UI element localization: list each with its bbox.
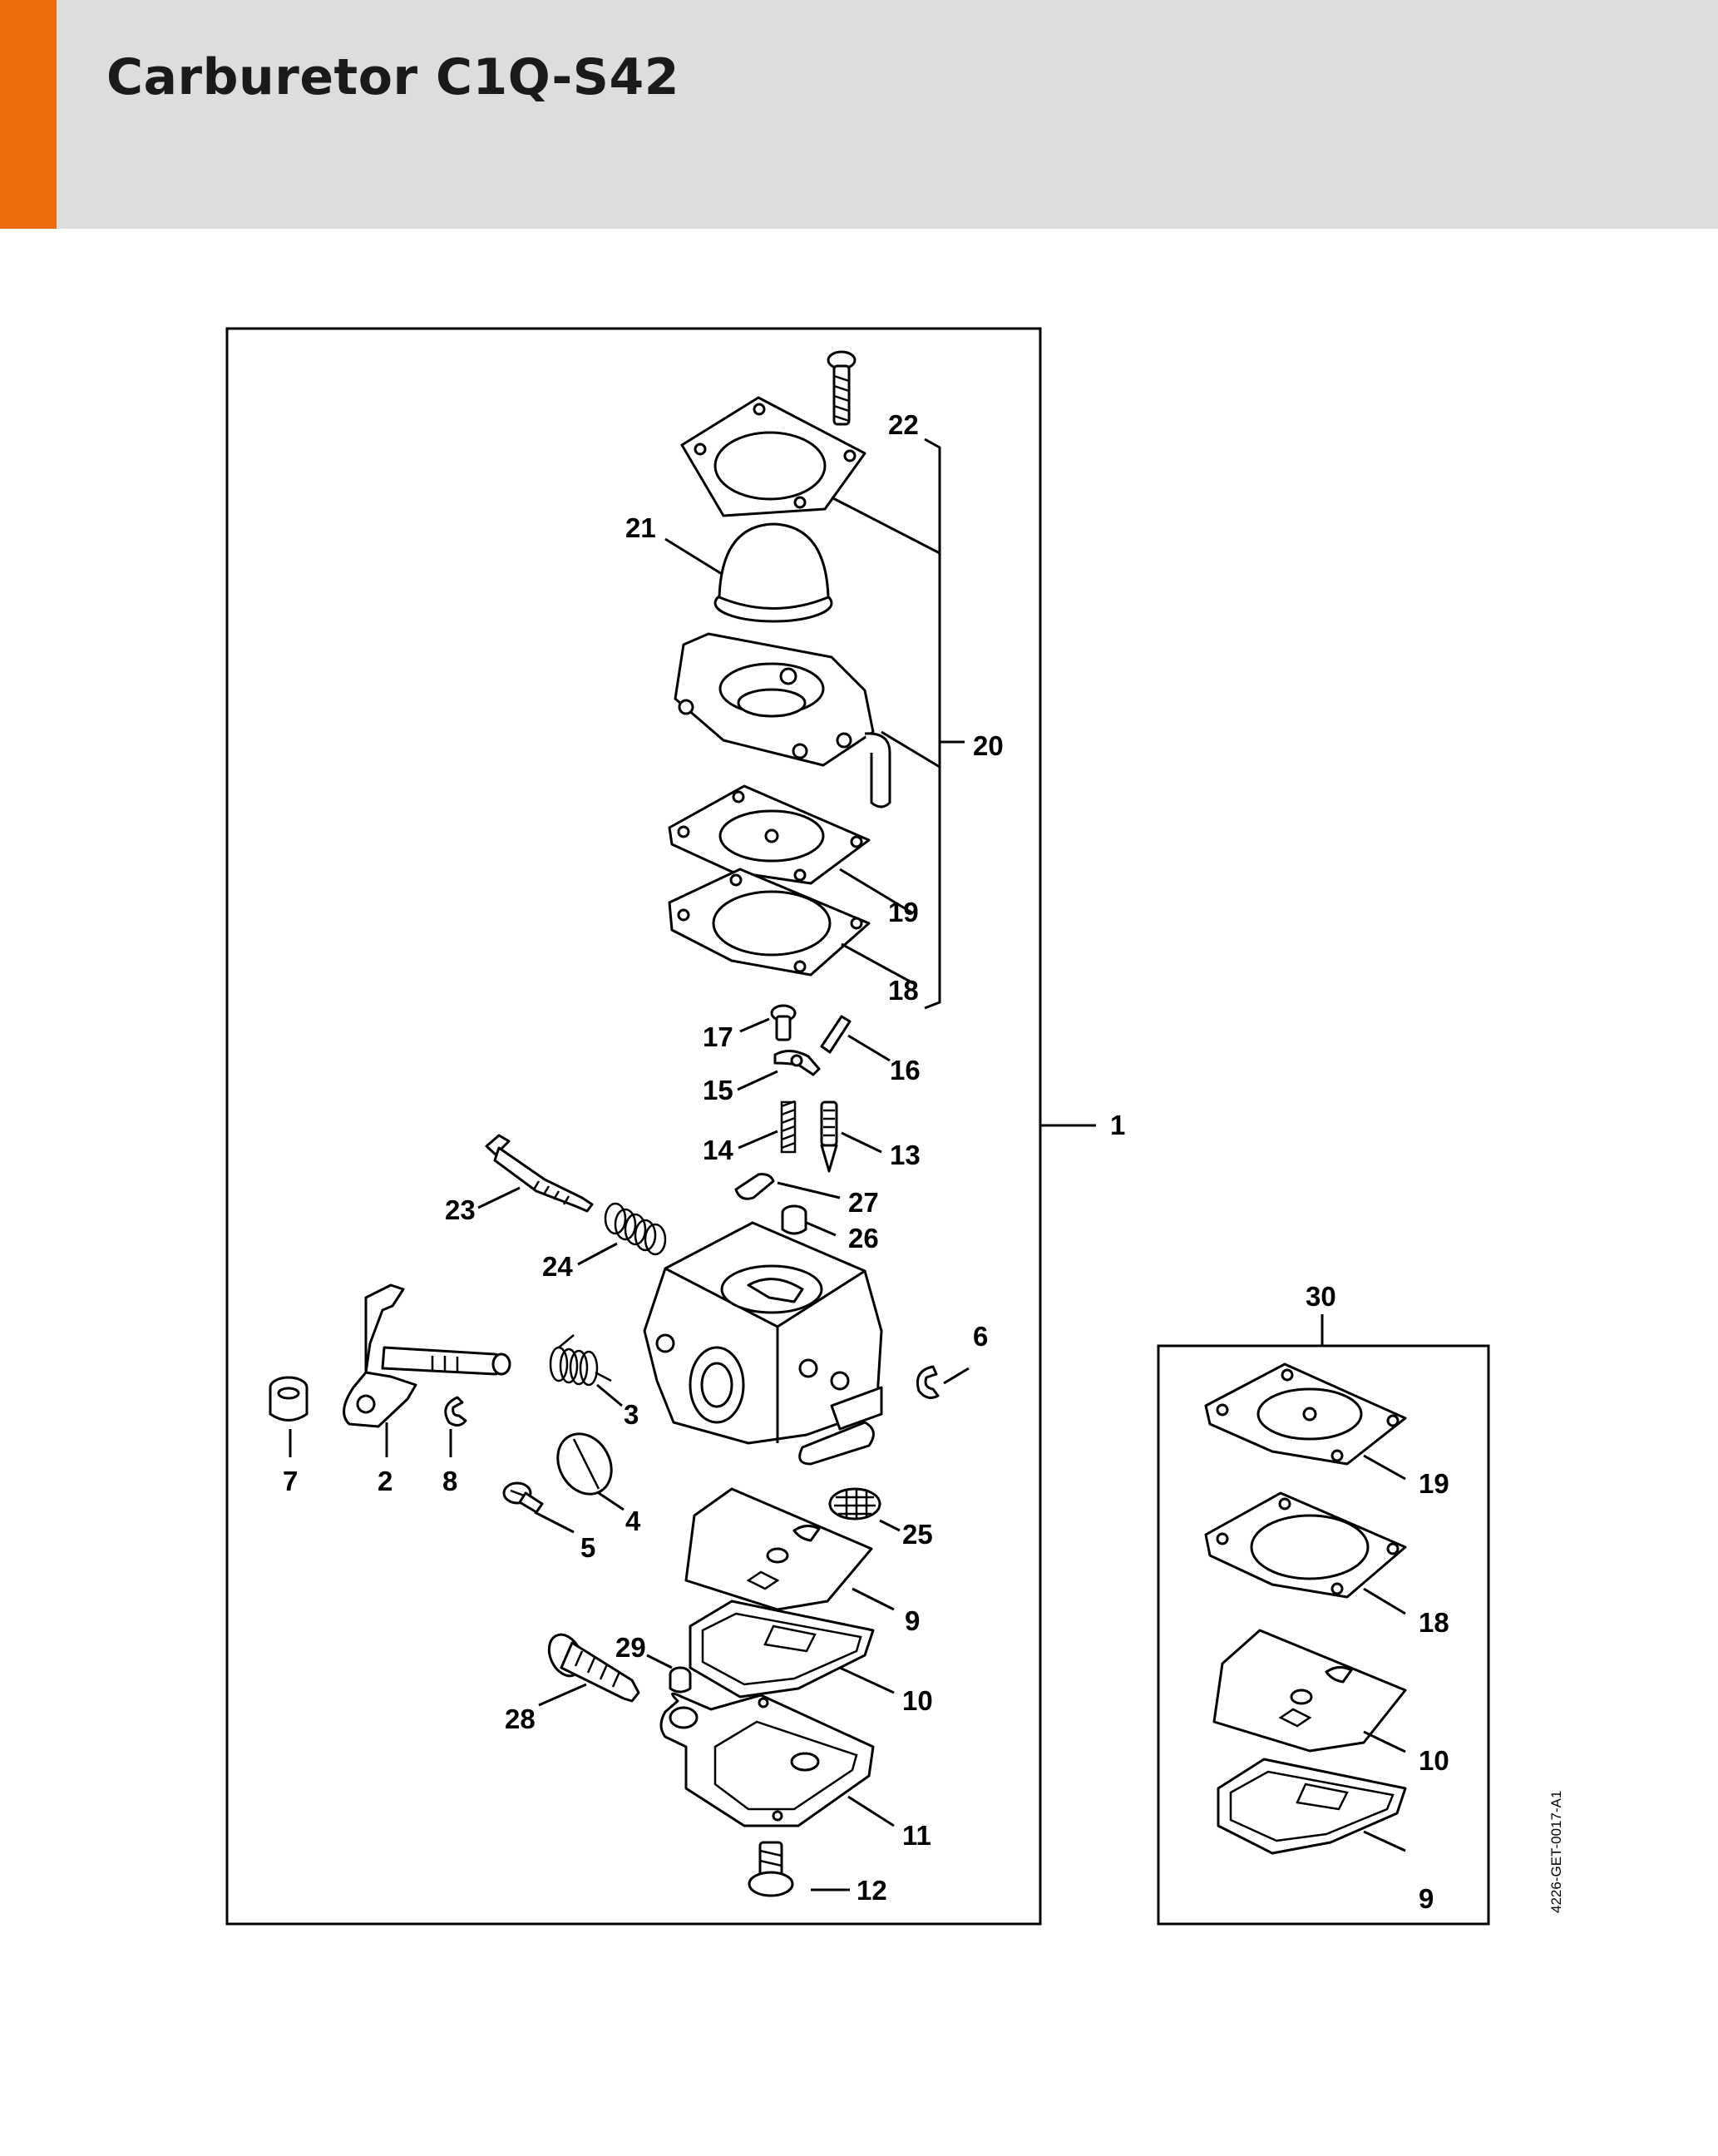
callout-30: 30 — [1306, 1281, 1336, 1312]
page-title: Carburetor C1Q-S42 — [106, 48, 679, 106]
callout-22: 22 — [888, 409, 919, 440]
callout-2: 2 — [378, 1466, 392, 1496]
callout-16: 16 — [890, 1055, 921, 1085]
part-12-screw — [748, 1841, 794, 1897]
kit-callout-10: 10 — [1419, 1745, 1449, 1776]
callout-23: 23 — [445, 1194, 476, 1225]
part-29-bushing — [669, 1666, 692, 1694]
callout-9: 9 — [905, 1605, 920, 1636]
callout-10: 10 — [902, 1685, 933, 1716]
kit-part-10-diaphragm — [1212, 1629, 1407, 1753]
callout-26: 26 — [848, 1223, 879, 1254]
part-16-pin — [820, 1015, 852, 1054]
part-13-inlet-needle — [820, 1100, 838, 1173]
callout-13: 13 — [890, 1140, 921, 1170]
part-27-pad — [734, 1173, 775, 1200]
leader-lines — [289, 438, 1406, 1891]
part-25-strainer — [828, 1487, 881, 1521]
part-24-spring — [604, 1202, 667, 1256]
callout-5: 5 — [580, 1532, 595, 1563]
kit-callout-19: 19 — [1419, 1468, 1449, 1499]
callout-27: 27 — [848, 1187, 879, 1218]
part-21-primer-bulb — [713, 522, 833, 623]
part-14-spring — [780, 1100, 797, 1154]
document-code: 4226-GET-0017-A1 — [1548, 1790, 1564, 1913]
callout-15: 15 — [703, 1075, 733, 1105]
part-15-lever — [773, 1050, 821, 1076]
part-23-adjusting-screw — [485, 1134, 594, 1213]
part-18-gasket — [668, 868, 871, 977]
callout-18: 18 — [888, 975, 919, 1006]
page-header: Carburetor C1Q-S42 — [0, 0, 1718, 229]
part-3-spring — [549, 1334, 612, 1387]
part-8-e-clip — [444, 1396, 467, 1427]
callout-14: 14 — [703, 1135, 733, 1165]
callout-8: 8 — [442, 1466, 457, 1496]
pump-body — [674, 632, 891, 808]
header-accent-bar — [0, 0, 57, 229]
callout-19: 19 — [888, 897, 919, 927]
callout-17: 17 — [703, 1021, 733, 1052]
kit-part-18-gasket — [1204, 1491, 1407, 1599]
part-26-bushing — [781, 1204, 807, 1235]
part-22-screw — [827, 350, 857, 426]
callout-24: 24 — [542, 1251, 573, 1282]
part-7-sleeve — [269, 1376, 309, 1422]
callout-labels: 1 2 3 4 5 6 7 8 9 10 11 12 13 14 15 16 1… — [283, 409, 1449, 1914]
part-11-cover — [659, 1692, 875, 1827]
callout-21: 21 — [625, 512, 656, 543]
callout-7: 7 — [283, 1466, 298, 1496]
part-19-diaphragm — [668, 784, 871, 885]
part-9-metering-diaphragm — [684, 1487, 873, 1611]
kit-callout-9: 9 — [1419, 1883, 1434, 1914]
kit-part-9-gasket — [1217, 1758, 1407, 1855]
callout-25: 25 — [902, 1519, 933, 1550]
part-6-e-clip — [916, 1365, 940, 1399]
callout-6: 6 — [973, 1321, 988, 1352]
part-10-gasket — [689, 1600, 875, 1699]
callout-11: 11 — [902, 1820, 931, 1851]
part-2-throttle-shaft — [343, 1283, 511, 1428]
kit-callout-18: 18 — [1419, 1607, 1449, 1638]
part-28-screw — [547, 1633, 640, 1703]
callout-4: 4 — [625, 1506, 641, 1536]
callout-1: 1 — [1110, 1110, 1125, 1140]
pump-cover-plate — [680, 396, 866, 517]
callout-28: 28 — [505, 1704, 536, 1734]
part-17-screw — [770, 1004, 797, 1041]
callout-12: 12 — [857, 1875, 887, 1906]
kit-part-19-diaphragm — [1204, 1362, 1407, 1466]
carburetor-body — [643, 1221, 883, 1466]
callout-20: 20 — [973, 730, 1004, 761]
part-4-throttle-plate — [556, 1432, 613, 1496]
part-5-screw — [502, 1481, 544, 1514]
callout-3: 3 — [624, 1399, 639, 1430]
callout-29: 29 — [615, 1632, 646, 1663]
